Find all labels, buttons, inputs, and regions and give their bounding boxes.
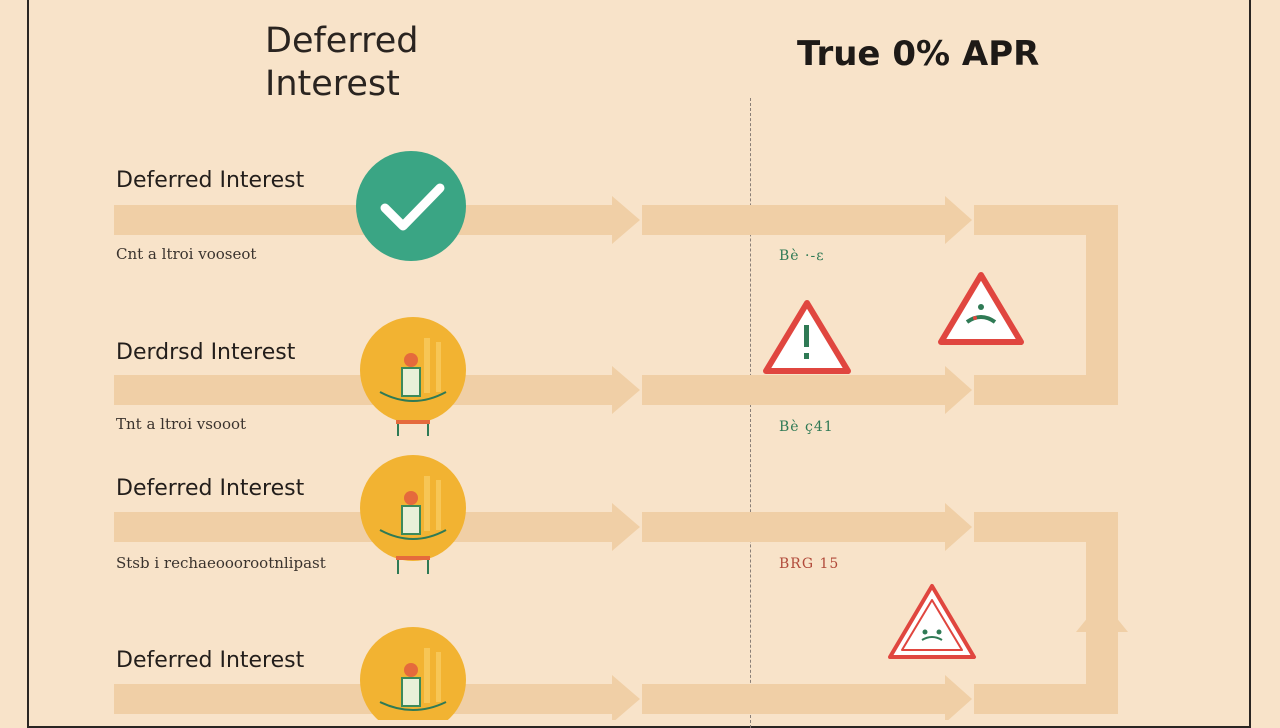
row-2-flow <box>114 366 1118 414</box>
left-heading-line2: Interest <box>265 64 400 104</box>
row-2-subtitle: Tnt a ltroi vsooot <box>116 415 247 433</box>
row-3-arrowhead-1 <box>612 503 640 551</box>
row-4-arrowhead-1 <box>612 675 640 720</box>
row-3-bar-2 <box>642 512 947 542</box>
row-1-bar-2 <box>642 205 947 235</box>
row-1-title: Deferred Interest <box>116 168 305 193</box>
warning-icon <box>763 300 851 374</box>
row-2-arrowhead-2 <box>945 366 972 414</box>
row-3-right-label: BRG 15 <box>779 556 840 572</box>
left-heading-line1: Deferred <box>265 21 419 61</box>
column-divider <box>750 98 751 728</box>
row-2-right-label: Bè ç41 <box>779 419 834 435</box>
right-loop-1 <box>1086 205 1118 405</box>
row-1-arrowhead-1 <box>612 196 640 244</box>
row-3-arrowhead-2 <box>945 503 972 551</box>
row-2-bar-3 <box>974 375 1118 405</box>
person-icon <box>360 455 466 574</box>
row-4-bar-3 <box>974 684 1118 714</box>
row-2-bar-2 <box>642 375 947 405</box>
person-icon <box>360 317 466 436</box>
row-4-title: Deferred Interest <box>116 648 305 673</box>
row-2-arrowhead-1 <box>612 366 640 414</box>
row-2-title: Derdrsd Interest <box>116 340 296 365</box>
row-4-arrowhead-2 <box>945 675 972 720</box>
row-1-subtitle: Cnt a ltroi vooseot <box>116 245 257 263</box>
check-icon <box>356 151 466 261</box>
true-apr-heading: True 0% APR <box>797 34 1040 74</box>
deferred-interest-heading: Deferred Interest <box>265 20 418 106</box>
row-3-title: Deferred Interest <box>116 476 305 501</box>
row-3-flow <box>114 503 1128 712</box>
row-4-bar-2 <box>642 684 947 714</box>
row-1-flow <box>114 196 1118 405</box>
warning-icon <box>938 272 1024 345</box>
row-1-right-label: Bè ·‑ε <box>779 248 825 264</box>
row-1-arrowhead-2 <box>945 196 972 244</box>
warning-icon <box>888 584 976 659</box>
row-3-subtitle: Stsb i rechaeooorootnlipast <box>116 554 326 572</box>
person-icon <box>360 627 466 720</box>
up-arrowhead <box>1076 600 1128 632</box>
row-4-flow <box>114 675 1118 720</box>
